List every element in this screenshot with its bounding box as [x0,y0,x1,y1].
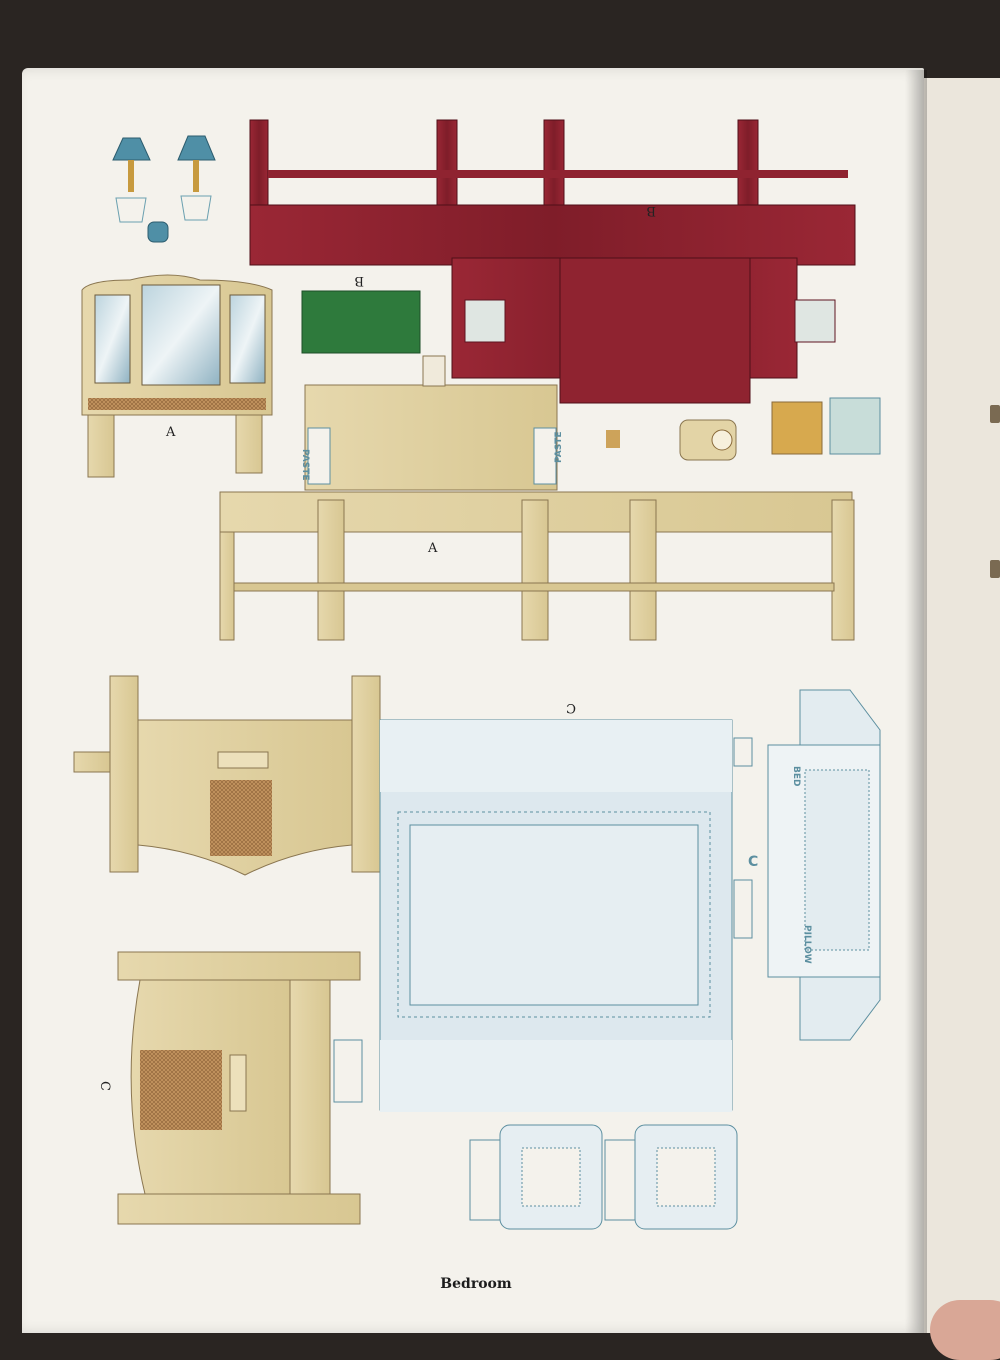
cushion-left [469,1124,603,1230]
cushion-right [604,1124,738,1230]
small-jar [147,221,169,243]
basket [829,397,881,455]
bed-cover-label: C [566,700,576,715]
bed-frame-cutout [249,119,856,404]
vanity-cutout [81,274,273,478]
next-page-edge [918,78,1000,1333]
lamp-left [112,137,151,223]
finger [930,1300,1000,1360]
page-tab-marker [990,405,1000,423]
green-panel [301,290,421,354]
green-panel-label: B [354,273,364,288]
lamp-right [177,135,216,221]
pillow-bed-text: BED [791,766,801,786]
bed-frame-label: B [646,203,656,218]
bed-foot-label: C [97,1081,112,1091]
desk-label: A [427,541,438,556]
vanity-label: A [165,425,176,440]
page-tab-marker [990,560,1000,578]
paste-tab-text: PASTE [554,431,564,463]
desk-cutout [219,491,855,641]
pillow-word: PILLOW [802,925,812,964]
pillow-c-label: C [748,854,758,870]
headboard-cutout [73,675,381,876]
paste-tab-text: PASTE [300,449,310,481]
desk-top-cutout: PASTE PASTE [300,355,564,491]
bedspread-cutout [333,719,753,1112]
footboard-cutout [117,951,361,1225]
pillow-cutout: BED C PILLOW [748,689,881,1041]
spine-shadow [905,70,927,1333]
jewel-box [771,401,823,455]
statue [606,430,620,448]
page-caption: Bedroom [440,1276,512,1292]
